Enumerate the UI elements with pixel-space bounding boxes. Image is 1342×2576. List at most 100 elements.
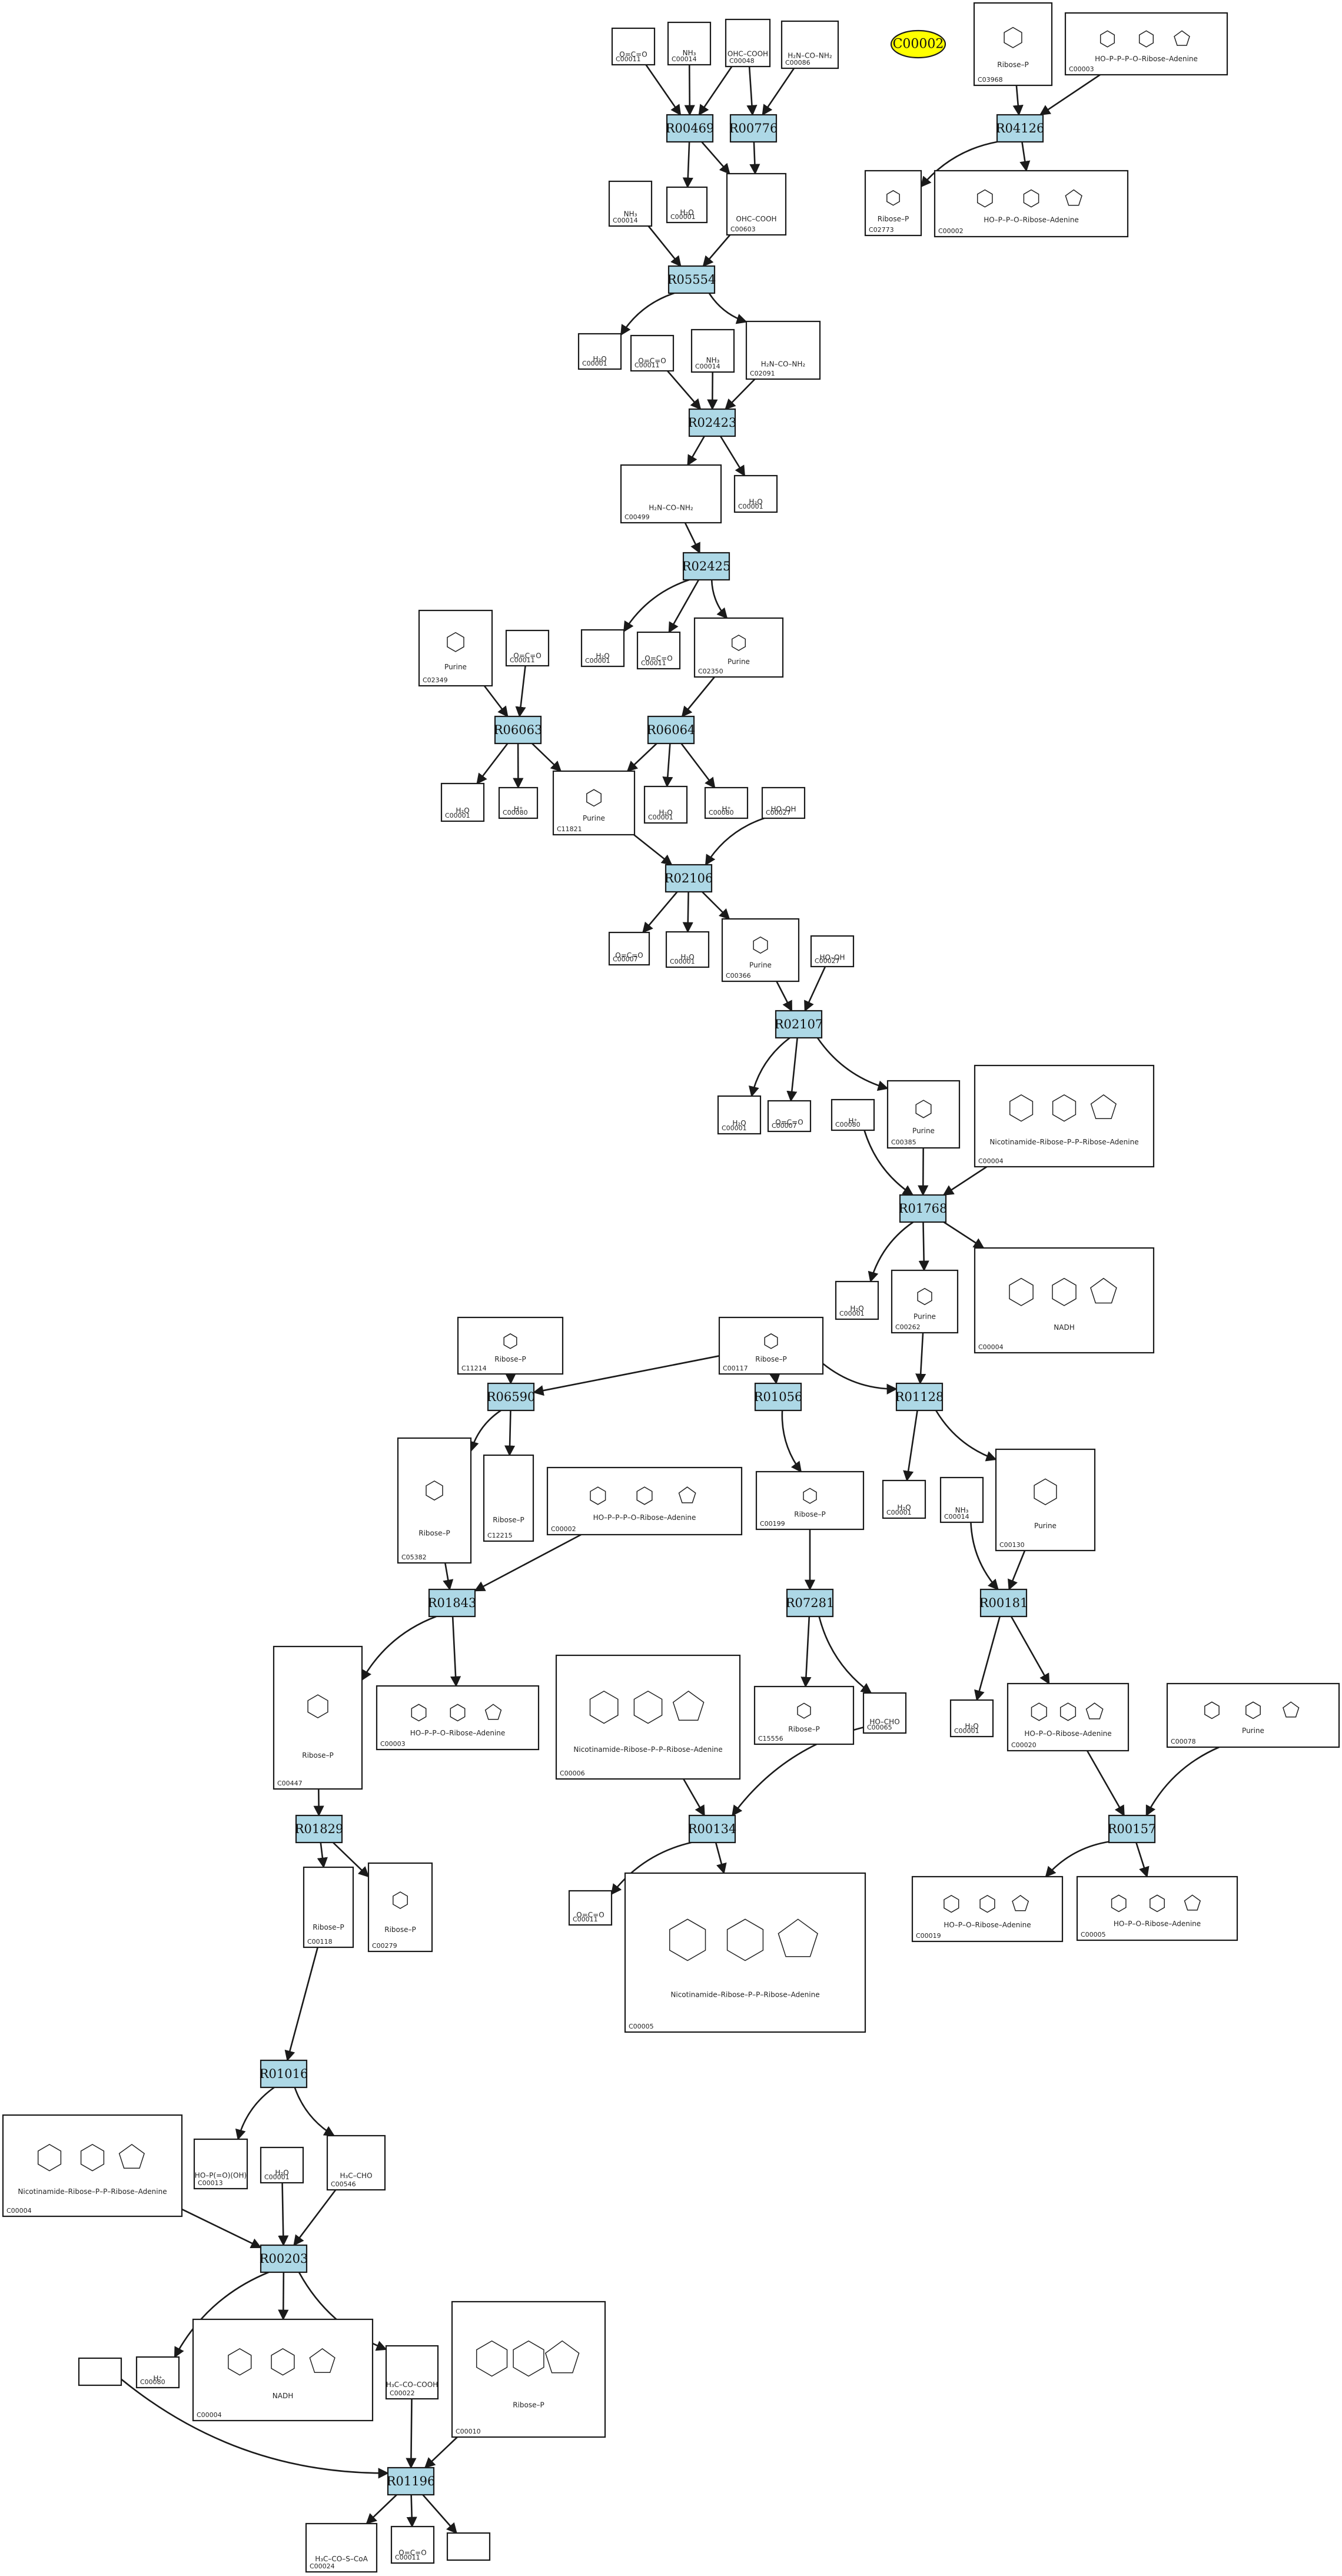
compound-box[interactable] bbox=[2, 2114, 183, 2218]
compound-node[interactable]: Nicotinamide–Ribose–P–P–Ribose–AdenineC0… bbox=[555, 1654, 741, 1780]
reaction-box[interactable] bbox=[775, 1010, 823, 1039]
compound-box[interactable] bbox=[303, 1866, 354, 1948]
compound-box[interactable] bbox=[305, 2522, 378, 2573]
reaction-box[interactable] bbox=[665, 864, 713, 893]
compound-box[interactable] bbox=[780, 20, 839, 69]
compound-box[interactable] bbox=[580, 629, 625, 668]
reaction-node[interactable]: R02107 bbox=[775, 1010, 823, 1039]
reaction-node[interactable]: R01056 bbox=[754, 1382, 803, 1412]
reaction-node[interactable]: R05554 bbox=[667, 265, 716, 294]
reaction-box[interactable] bbox=[754, 1382, 802, 1412]
compound-box[interactable] bbox=[552, 770, 636, 836]
compound-box[interactable] bbox=[505, 629, 550, 667]
compound-box[interactable] bbox=[717, 1095, 762, 1135]
compound-node[interactable] bbox=[446, 2532, 491, 2561]
compound-box[interactable] bbox=[611, 27, 656, 66]
reaction-box[interactable] bbox=[494, 715, 542, 745]
compound-box[interactable] bbox=[886, 1080, 961, 1149]
compound-box[interactable] bbox=[1166, 1682, 1340, 1748]
reaction-box[interactable] bbox=[895, 1382, 944, 1412]
reaction-node[interactable]: R02423 bbox=[688, 408, 737, 437]
compound-box[interactable] bbox=[418, 609, 493, 687]
compound-box[interactable] bbox=[608, 931, 650, 966]
reaction-node[interactable]: R02106 bbox=[665, 864, 713, 893]
compound-box[interactable] bbox=[260, 2146, 304, 2184]
compound-box[interactable] bbox=[949, 1699, 994, 1738]
compound-box[interactable] bbox=[733, 474, 778, 513]
compound-box[interactable] bbox=[546, 1466, 743, 1536]
compound-node[interactable]: H⁺C00080 bbox=[135, 2356, 180, 2389]
compound-box[interactable] bbox=[939, 1476, 984, 1523]
reaction-box[interactable] bbox=[688, 1814, 736, 1844]
compound-box[interactable] bbox=[624, 1872, 866, 2033]
compound-box[interactable] bbox=[911, 1875, 1064, 1943]
compound-box[interactable] bbox=[835, 1280, 879, 1320]
compound-box[interactable] bbox=[1007, 1682, 1130, 1752]
compound-node[interactable]: Nicotinamide–Ribose–P–P–Ribose–AdenineC0… bbox=[624, 1872, 866, 2033]
reaction-box[interactable] bbox=[260, 2244, 308, 2273]
reaction-node[interactable]: R06063 bbox=[494, 715, 543, 745]
compound-box[interactable] bbox=[1064, 12, 1228, 76]
compound-box[interactable] bbox=[483, 1454, 534, 1542]
compound-box[interactable] bbox=[974, 1247, 1155, 1354]
compound-node[interactable]: HO–P(=O)(OH)C00013 bbox=[193, 2138, 248, 2190]
compound-box[interactable] bbox=[192, 2318, 374, 2422]
reaction-box[interactable] bbox=[729, 114, 778, 143]
reaction-box[interactable] bbox=[688, 408, 736, 437]
reaction-box[interactable] bbox=[979, 1588, 1028, 1618]
reaction-box[interactable] bbox=[387, 2467, 435, 2496]
reaction-box[interactable] bbox=[786, 1588, 834, 1618]
reaction-node[interactable]: R00181 bbox=[979, 1588, 1028, 1618]
compound-box[interactable] bbox=[630, 334, 675, 372]
compound-box[interactable] bbox=[761, 786, 806, 819]
compound-box[interactable] bbox=[608, 180, 653, 227]
compound-box[interactable] bbox=[864, 170, 922, 237]
compound-node[interactable]: Nicotinamide–Ribose–P–P–Ribose–AdenineC0… bbox=[2, 2114, 183, 2218]
compound-box[interactable] bbox=[882, 1479, 926, 1519]
compound-box[interactable] bbox=[555, 1654, 741, 1780]
compound-box[interactable] bbox=[568, 1890, 613, 1926]
reaction-node[interactable]: R07281 bbox=[786, 1588, 835, 1618]
compound-box[interactable] bbox=[498, 786, 539, 819]
compound-box[interactable] bbox=[666, 186, 708, 224]
reaction-node[interactable]: R02425 bbox=[682, 552, 731, 581]
compound-box[interactable] bbox=[718, 1316, 824, 1375]
reaction-node[interactable]: R00203 bbox=[260, 2244, 308, 2273]
reaction-box[interactable] bbox=[1108, 1814, 1156, 1844]
compound-box[interactable] bbox=[755, 1470, 865, 1531]
compound-box[interactable] bbox=[667, 21, 712, 66]
reaction-box[interactable] bbox=[260, 2059, 308, 2089]
reaction-node[interactable]: R06590 bbox=[487, 1382, 536, 1412]
compound-box[interactable] bbox=[745, 320, 821, 380]
